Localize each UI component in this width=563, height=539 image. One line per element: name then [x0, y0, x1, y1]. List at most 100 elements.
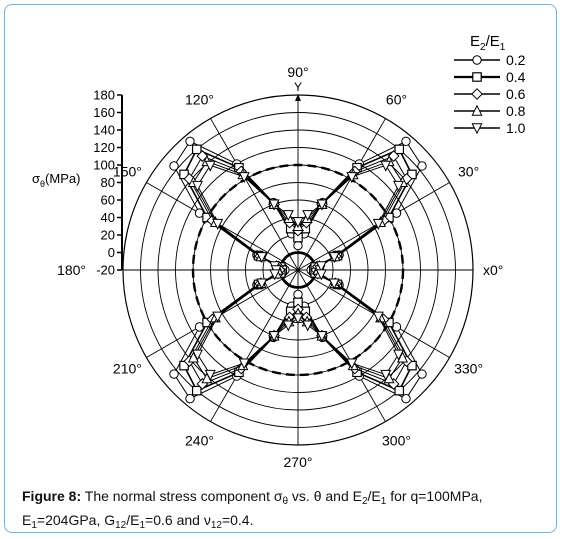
legend-marker-0.6 [471, 88, 483, 100]
series-point-1.0-30 [346, 358, 358, 370]
angle-label-330: 330° [454, 361, 483, 377]
series-point-1.0-7 [316, 199, 328, 211]
series-point-0.6-5 [387, 150, 400, 162]
grid-spoke-300 [297, 269, 386, 422]
series-point-0.2-22 [169, 369, 179, 379]
series-point-1.0-1 [315, 261, 327, 273]
r-axis-label-sym: σ [32, 171, 40, 186]
series-point-1.0-20 [256, 278, 268, 290]
grid-spoke-210 [146, 269, 299, 358]
y-axis-label: Y [294, 80, 302, 94]
series-point-1.0-11 [268, 199, 280, 211]
grid-spoke-330 [297, 269, 450, 358]
grid-spoke-30 [297, 182, 450, 271]
series-point-1.0-27 [292, 313, 304, 325]
series-point-1.0-19 [269, 269, 281, 281]
series-group [169, 136, 427, 404]
series-point-0.2-23 [185, 393, 195, 404]
series-point-1.0-16 [256, 252, 268, 264]
series-point-1.0-28 [302, 320, 314, 332]
caption-sub-7: 1 [139, 520, 146, 531]
angle-labels: x0°30°60°90°120°150°180°210°240°270°300°… [57, 64, 503, 470]
legend-label-0.4: 0.4 [506, 69, 526, 85]
figure-caption: Figure 8: The normal stress component σθ… [22, 487, 547, 535]
legend-title-sub1: 1 [500, 42, 506, 53]
r-tick-label-140: 140 [93, 123, 115, 138]
grid-spoke-60 [297, 118, 386, 271]
r-tick-label-100: 100 [93, 158, 115, 173]
angle-label-60: 60° [386, 91, 407, 107]
series-point-1.0-23 [204, 369, 216, 381]
angle-label-0: x0° [483, 262, 503, 278]
series-point-1.0-9 [292, 217, 304, 229]
r-axis-label-sub: θ [40, 179, 45, 189]
caption-label: Figure 8: [22, 488, 82, 504]
r-tick-label-20: 20 [101, 228, 115, 243]
series-point-0.4-31 [394, 385, 405, 396]
series-point-1.0-22 [191, 349, 203, 361]
series-point-0.2-14 [169, 161, 179, 171]
series-point-1.0-24 [238, 358, 250, 370]
caption-sub-5: 1 [31, 520, 37, 531]
series-point-1.0-10 [282, 210, 294, 222]
angle-label-120: 120° [185, 91, 214, 107]
series-point-1.0-13 [204, 160, 216, 172]
legend-title: E2/E1 [470, 33, 506, 53]
series-point-1.0-5 [380, 160, 392, 172]
series-point-0.4-13 [191, 144, 202, 155]
legend-marker-0.2 [472, 55, 482, 65]
grid-spoke-120 [210, 118, 299, 271]
legend-label-0.6: 0.6 [506, 86, 526, 102]
caption-text-7: /E [126, 512, 140, 528]
r-tick-label-180: 180 [93, 88, 115, 103]
caption-text-6: =204GPa, G [36, 512, 116, 528]
series-point-1.0-3 [372, 218, 384, 230]
legend-title-e2: E [470, 33, 480, 50]
r-tick-label--20: -20 [96, 263, 115, 278]
y-axis-arrow [295, 94, 301, 101]
caption-text-3: /E [367, 488, 381, 504]
caption-text-1: The normal stress component σ [81, 488, 283, 504]
polar-grid [122, 94, 474, 446]
series-point-0.4-5 [394, 144, 405, 155]
series-point-0.2-13 [185, 136, 195, 147]
series-point-1.0-14 [191, 180, 203, 192]
angle-label-30: 30° [458, 164, 479, 180]
r-tick-label-120: 120 [93, 140, 115, 155]
series-point-1.0-2 [328, 252, 340, 264]
series-point-1.0-32 [393, 349, 405, 361]
series-point-1.0-31 [380, 369, 392, 381]
angle-label-180: 180° [57, 262, 86, 278]
caption-sub-3: 1 [380, 496, 387, 507]
r-tick-label-0: 0 [108, 245, 115, 260]
caption-text-9: =0.4. [221, 512, 254, 528]
series-point-1.0-25 [268, 331, 280, 343]
series-point-1.0-6 [346, 172, 358, 184]
legend-label-0.8: 0.8 [506, 103, 526, 119]
angle-label-300: 300° [382, 433, 411, 449]
grid-spoke-240 [210, 269, 299, 422]
legend-marker-0.8 [471, 104, 483, 116]
angle-label-240: 240° [185, 433, 214, 449]
r-tick-label-40: 40 [101, 210, 115, 225]
r-tick-label-60: 60 [101, 193, 115, 208]
series-point-0.2-5 [401, 136, 411, 147]
r-axis-label-unit: (MPa) [45, 171, 80, 186]
series-point-1.0-35 [315, 269, 327, 281]
series-point-0.2-27 [293, 289, 303, 300]
r-axis-label: σθ(MPa) [32, 171, 80, 189]
legend-marker-0.4 [472, 72, 482, 82]
legend-title-e1: /E [486, 33, 500, 50]
series-point-1.0-33 [372, 311, 384, 323]
angle-label-150: 150° [113, 164, 142, 180]
series-point-1.0-21 [212, 311, 224, 323]
reference-circle-ring [191, 163, 405, 377]
caption-sub-1: θ [282, 496, 289, 507]
series-1.0 [191, 160, 405, 381]
legend-label-0.2: 0.2 [506, 52, 526, 68]
series-point-0.2-32 [417, 369, 427, 379]
legend: E2/E10.20.40.60.81.0 [454, 33, 526, 136]
series-point-0.2-31 [401, 393, 411, 404]
caption-text-5: E [22, 512, 32, 528]
